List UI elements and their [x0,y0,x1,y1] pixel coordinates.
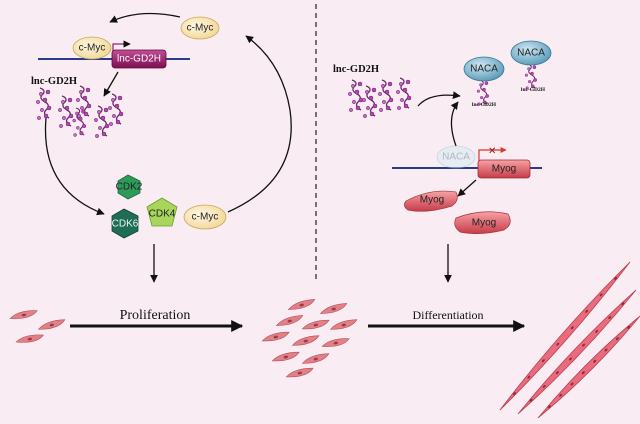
arrow-translate [457,179,477,197]
myoblast-cell [287,299,316,310]
svg-text:Myog: Myog [492,164,516,175]
cmyc-node-promoter: c-Myc [72,36,112,60]
transcription-arrow-right [478,147,507,162]
svg-text:lnc-GD2H: lnc-GD2H [472,102,497,108]
myoblast-cells-few [9,310,66,343]
myotube-fiber [537,315,640,419]
myoblast-cell [329,319,358,330]
myoblast-cell [9,310,38,319]
lncrna-transcripts-right [348,77,412,118]
myoblast-cells-many [261,299,358,378]
myoblast-cell [319,303,348,314]
lnc-label-right: lnc-GD2H [333,64,379,75]
arrow-lnc-to-cdk [44,117,105,216]
lncrna-molecule [58,95,74,128]
cdk2-hexagon: CDK2 [116,174,143,200]
myoblast-cell [261,331,290,342]
myoblast-cell [291,335,320,346]
svg-text:CDK6: CDK6 [112,219,139,230]
myotube-fiber [499,261,631,411]
svg-text:Myog: Myog [472,218,496,229]
myoblast-cell [321,338,350,347]
svg-text:NACA: NACA [517,48,545,59]
myoblast-cell [37,319,66,330]
arrow-cmyc-to-promoter [109,12,181,23]
myoblast-cell [275,315,304,326]
myog-protein-2: Myog [454,211,511,234]
lncrna-molecule [524,63,538,90]
svg-text:c-Myc: c-Myc [79,43,106,54]
arrow-cycle-cmyc [227,35,292,213]
naca-lnc-complex-2: NACA lnc-GD2H [510,40,552,93]
cmyc-node-complex: c-Myc [183,204,227,230]
svg-text:CDK4: CDK4 [149,209,176,220]
arrow-naca-release [450,101,459,147]
svg-text:NACA: NACA [442,152,470,163]
proliferation-label: Proliferation [120,308,191,323]
svg-text:NACA: NACA [470,64,498,75]
lncrna-molecule [362,85,378,118]
myog-gene-box: Myog [477,159,531,179]
lncrna-molecule [378,79,394,112]
myoblast-cell [15,334,45,343]
gene-box-lnc-gd2h: lnc-GD2H [111,49,167,69]
lncrna-molecule [94,105,110,138]
lncrna-molecule [108,93,124,126]
svg-text:CDK2: CDK2 [116,182,143,193]
myoblast-cell [285,367,314,378]
differentiation-label: Differentiation [412,308,483,322]
lncrna-molecule [348,79,364,112]
cmyc-node-top: c-Myc [180,16,220,40]
svg-text:lnc-GD2H: lnc-GD2H [521,87,546,93]
myoblast-cell [301,353,330,364]
svg-text:lnc-GD2H: lnc-GD2H [117,54,161,65]
svg-text:c-Myc: c-Myc [192,212,219,223]
lncrna-molecule [396,77,412,110]
lncrna-molecule [36,87,52,120]
arrow-transcribe [103,71,119,97]
lncrna-molecule [72,107,87,137]
naca-lnc-complex-1: NACA lnc-GD2H [463,56,505,108]
cdk6-hexagon: CDK6 [111,208,139,239]
lncrna-transcripts-left [36,85,124,138]
arrow-lnc-to-naca [417,91,461,107]
lncrna-molecule [476,79,490,106]
inhibition-mark: ✕ [488,146,496,157]
naca-faded: NACA [436,145,476,169]
cdk4-pentagon: CDK4 [146,197,178,227]
svg-text:c-Myc: c-Myc [187,23,214,34]
myotubes [499,261,640,419]
lnc-label-left: lnc-GD2H [31,76,77,87]
myotube-fiber [517,289,637,415]
myog-protein-1: Myog [404,190,458,212]
svg-text:Myog: Myog [420,195,444,206]
myoblast-cell [271,351,300,362]
myoblast-cell [301,319,330,330]
